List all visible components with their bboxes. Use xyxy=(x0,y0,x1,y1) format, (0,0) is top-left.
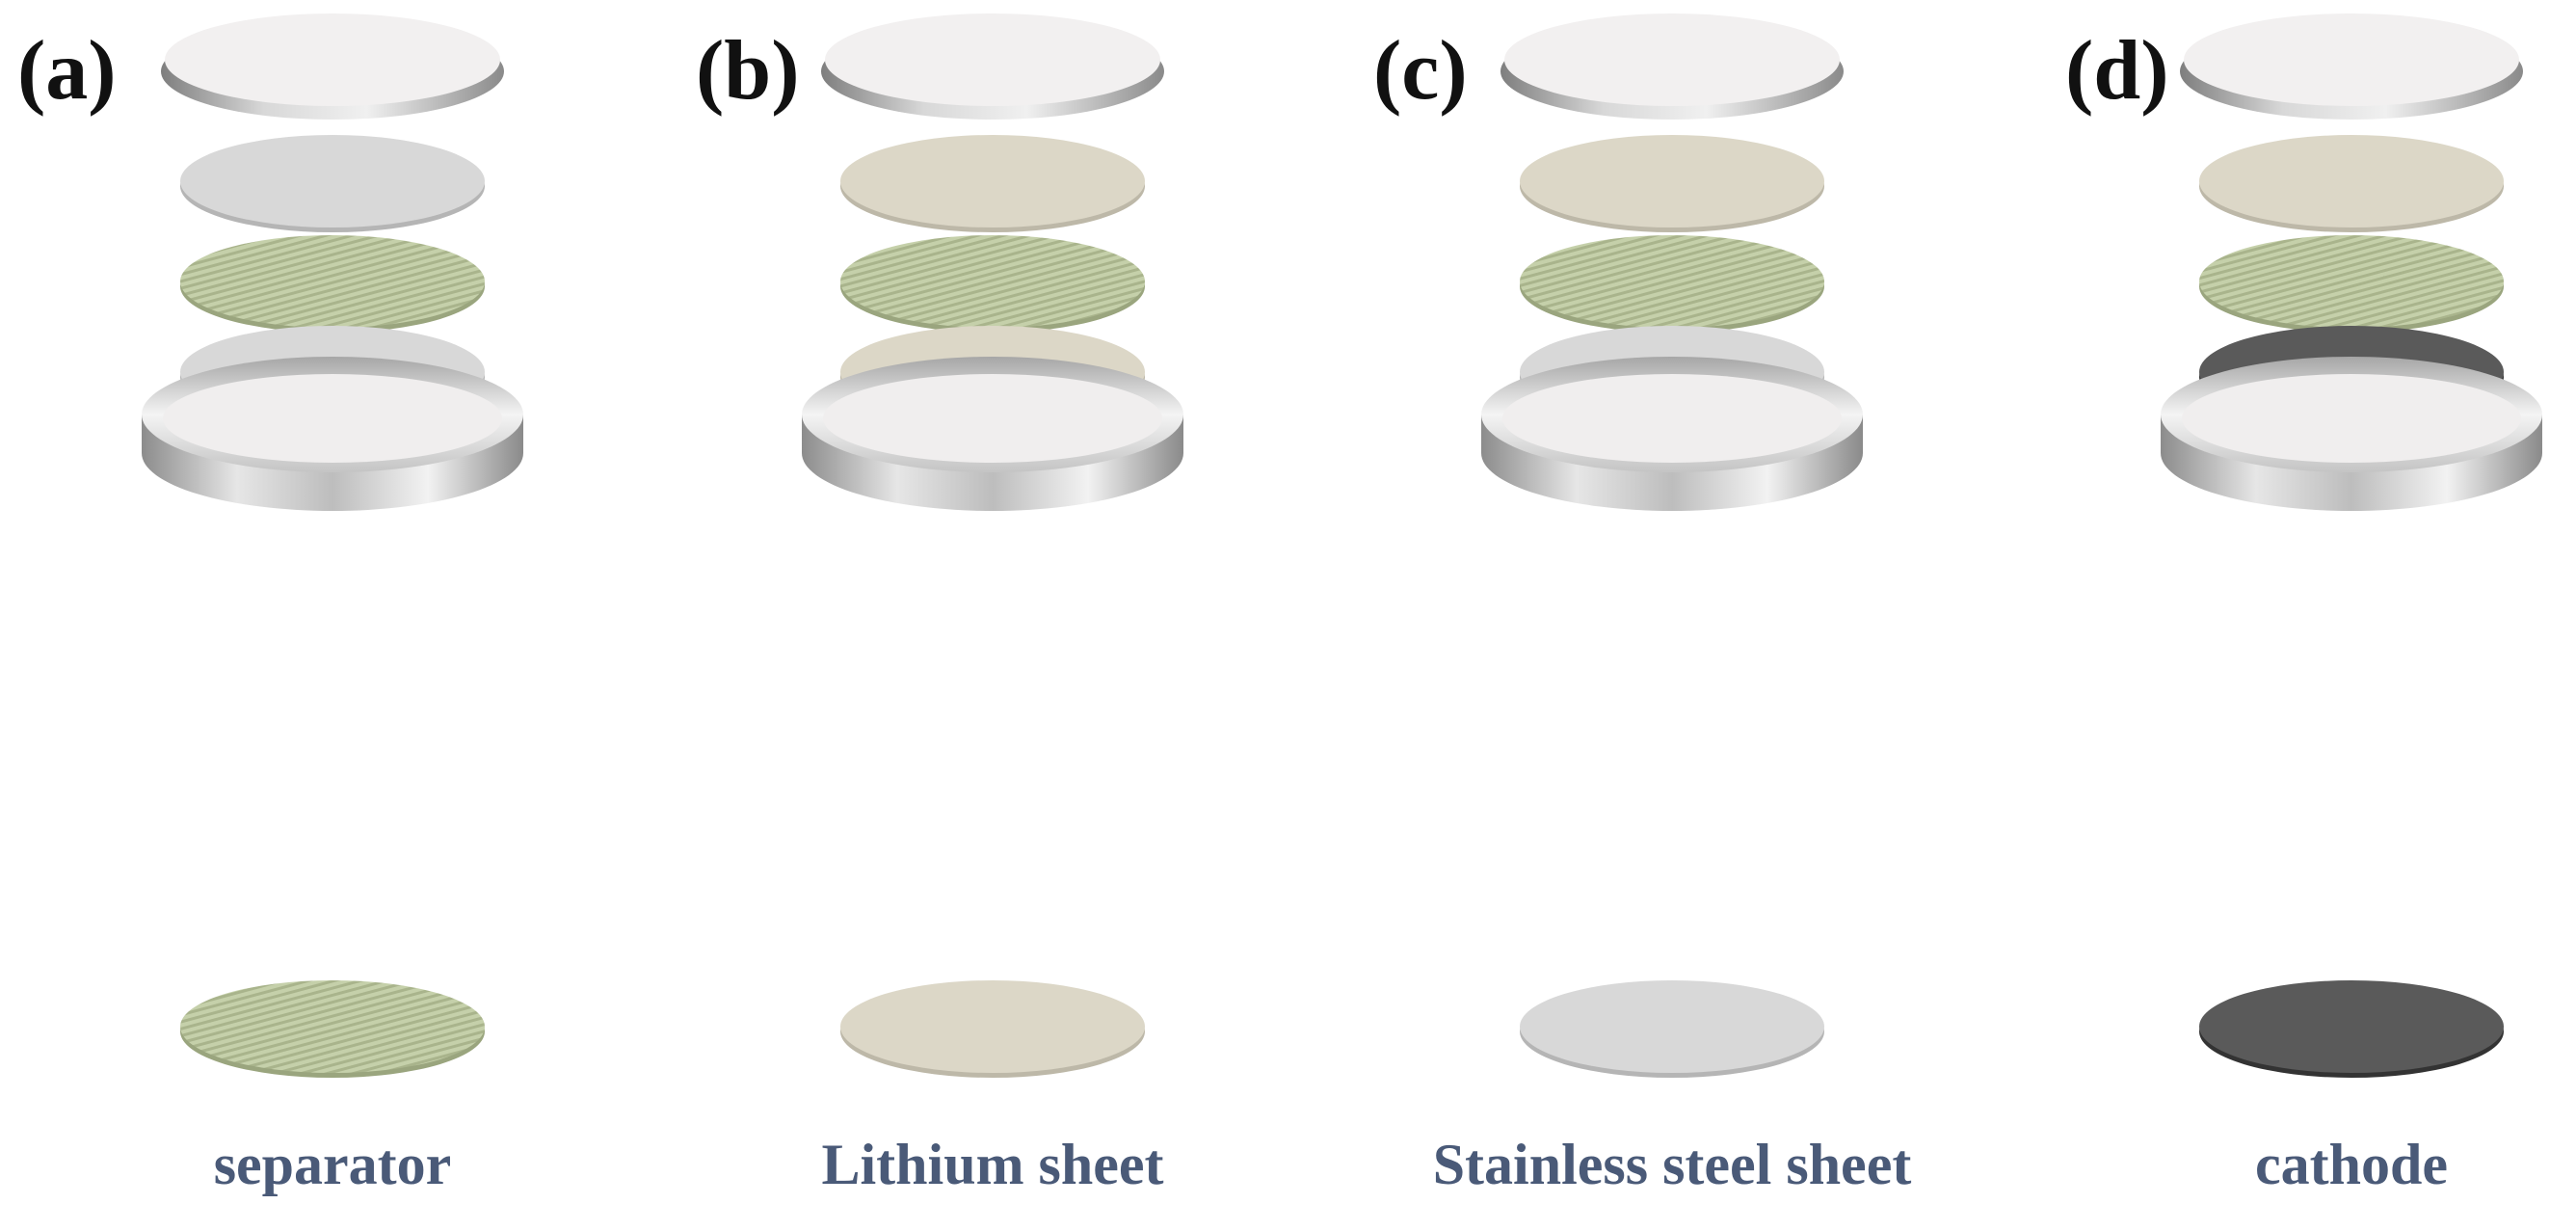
top-cap xyxy=(161,13,504,120)
layer-separator xyxy=(840,235,1145,333)
bottom-case xyxy=(142,357,523,511)
bottom-case xyxy=(1481,357,1863,511)
layer-lithium xyxy=(2199,135,2504,232)
bottom-case xyxy=(802,357,1183,511)
top-cap xyxy=(1500,13,1844,120)
layer-separator xyxy=(2199,235,2504,333)
legend-label: separator xyxy=(214,1133,452,1196)
panel-c: (c) Stainless steel sheet xyxy=(1373,13,1911,1196)
panel-letter: (a) xyxy=(17,24,117,118)
legend-label: Lithium sheet xyxy=(821,1133,1163,1196)
panel-a: (a) separator xyxy=(17,13,523,1196)
layer-steel xyxy=(180,135,485,232)
top-cap xyxy=(821,13,1164,120)
legend-disc-separator xyxy=(180,980,485,1078)
bottom-case xyxy=(2161,357,2542,511)
legend-disc-cathode xyxy=(2199,980,2504,1078)
legend-disc-lithium xyxy=(840,980,1145,1078)
layer-separator xyxy=(1520,235,1824,333)
panel-letter: (c) xyxy=(1373,24,1468,118)
layer-lithium xyxy=(840,135,1145,232)
layer-separator xyxy=(180,235,485,333)
top-cap xyxy=(2180,13,2523,120)
legend-label: Stainless steel sheet xyxy=(1433,1133,1912,1196)
layer-lithium xyxy=(1520,135,1824,232)
legend-disc-steel xyxy=(1520,980,1824,1078)
legend-label: cathode xyxy=(2255,1133,2448,1196)
panel-d: (d) cathode xyxy=(2065,13,2542,1196)
panel-letter: (b) xyxy=(696,24,800,118)
panel-letter: (d) xyxy=(2065,24,2169,118)
panel-b: (b) Lithium sheet xyxy=(696,13,1183,1196)
